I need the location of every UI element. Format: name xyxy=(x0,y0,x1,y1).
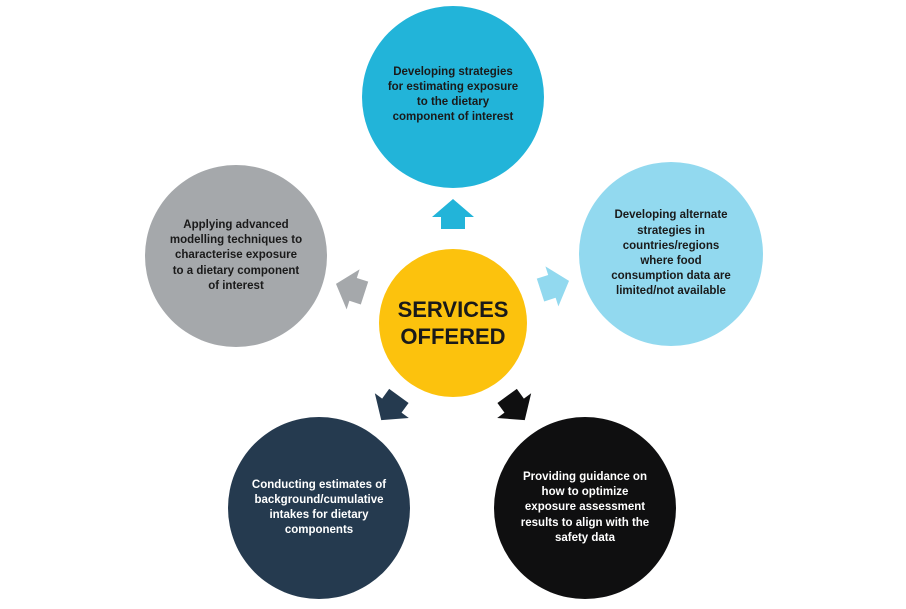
node-text-left: Applying advanced modelling techniques t… xyxy=(169,219,303,292)
center-circle xyxy=(379,249,527,397)
arrow-to-top xyxy=(432,199,474,229)
circle-bottom-right xyxy=(494,417,676,599)
node-text-bottom-left: Conducting estimates of background/cumul… xyxy=(251,478,387,537)
node-text-top: Developing strategies for estimating exp… xyxy=(387,65,519,124)
center-label: SERVICES OFFERED xyxy=(397,296,509,350)
circle-bottom-left xyxy=(228,417,410,599)
node-text-bottom-right: Providing guidance on how to optimize ex… xyxy=(520,471,650,544)
circle-left xyxy=(145,165,327,347)
circle-top xyxy=(362,6,544,188)
arrow-to-bottom-right xyxy=(497,388,532,421)
arrow-to-right xyxy=(536,266,570,307)
node-text-right: Developing alternate strategies in count… xyxy=(611,209,731,298)
arrow-to-left xyxy=(335,269,369,310)
arrow-to-bottom-left xyxy=(374,388,409,421)
circle-right xyxy=(579,162,763,346)
